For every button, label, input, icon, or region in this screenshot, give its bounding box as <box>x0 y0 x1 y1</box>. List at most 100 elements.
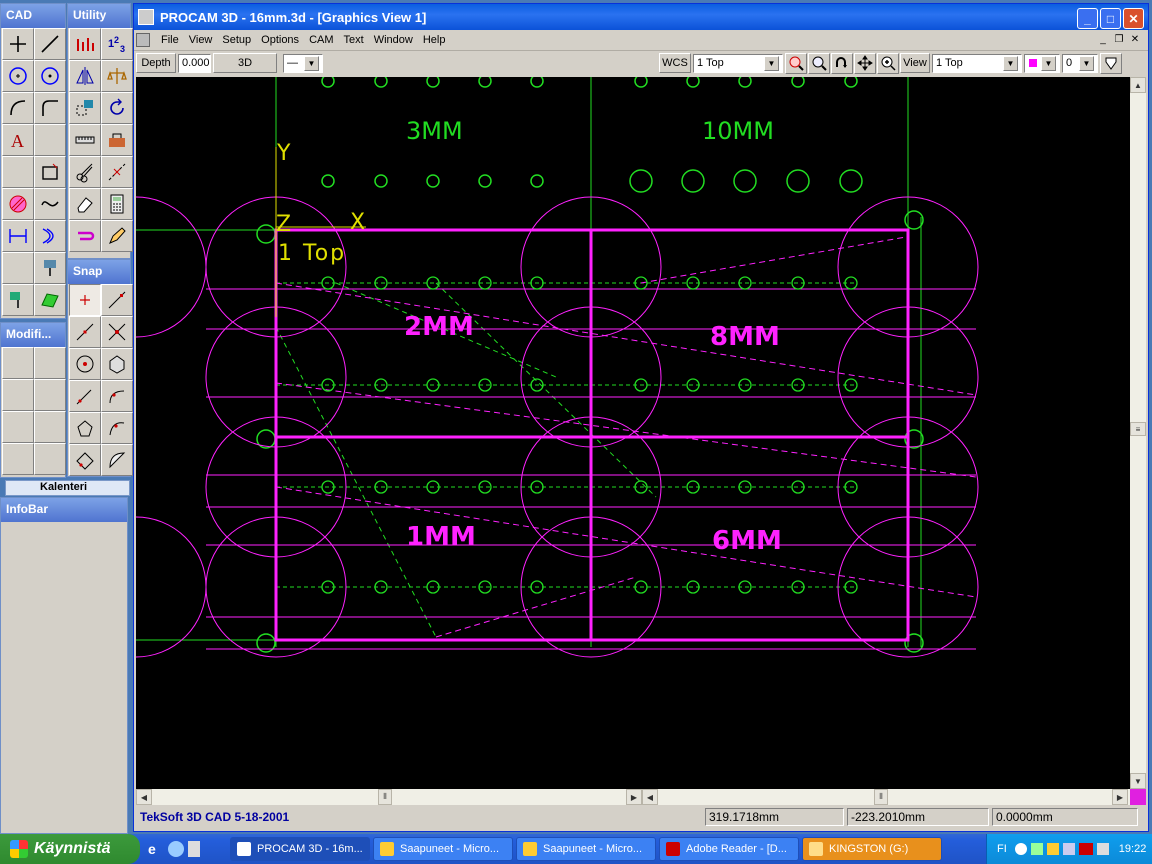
snap-polygon-icon[interactable] <box>69 412 101 444</box>
depth-input[interactable]: 0.000 <box>178 53 211 73</box>
point-tool-icon[interactable] <box>2 28 34 60</box>
chevron-down-icon[interactable]: ▼ <box>304 55 319 71</box>
circle-center-tool-icon[interactable] <box>2 60 34 92</box>
erase-icon[interactable] <box>69 188 101 220</box>
task-procam[interactable]: PROCAM 3D - 16m... <box>230 837 370 861</box>
trim-icon[interactable] <box>69 156 101 188</box>
task-kingston[interactable]: KINGSTON (G:) <box>802 837 942 861</box>
vertical-scrollbar[interactable]: ▲ ≡ ▼ <box>1130 77 1146 789</box>
break-icon[interactable] <box>101 156 133 188</box>
chevron-down-icon[interactable]: ▼ <box>764 55 779 71</box>
snap-tangent-icon[interactable] <box>101 380 133 412</box>
language-indicator[interactable]: FI <box>997 843 1007 855</box>
wcs-button[interactable]: WCS <box>659 53 691 73</box>
chevron-down-icon[interactable]: ▼ <box>1003 55 1018 71</box>
rotate-icon[interactable] <box>101 92 133 124</box>
scroll-right-icon[interactable]: ▶ <box>626 789 642 805</box>
snap-endpoint-icon[interactable] <box>101 284 133 316</box>
menu-setup[interactable]: Setup <box>222 34 252 46</box>
scroll-left-icon[interactable]: ◀ <box>136 789 152 805</box>
menu-file[interactable]: File <box>161 34 179 46</box>
vertical-scroll-thumb[interactable]: ≡ <box>1130 422 1146 436</box>
graphics-view[interactable]: Y Z X 1 Top 3MM 10MM 2MM 8MM 1MM 6MM <box>136 77 1130 789</box>
start-button[interactable]: Käynnistä <box>0 834 140 864</box>
zoom-icon[interactable] <box>808 52 830 74</box>
line-tool-icon[interactable] <box>34 28 66 60</box>
text-tool-icon[interactable]: A <box>2 124 34 156</box>
settings-icon[interactable] <box>1100 52 1122 74</box>
snap-nearest-icon[interactable] <box>69 444 101 476</box>
measure-icon[interactable] <box>69 124 101 156</box>
3d-button[interactable]: 3D <box>213 53 277 73</box>
zoom-window-icon[interactable] <box>785 52 807 74</box>
color-select[interactable]: ▼ <box>1024 53 1060 73</box>
tray-ati-icon[interactable] <box>1078 843 1093 855</box>
loop-icon[interactable] <box>69 220 101 252</box>
mirror-icon[interactable] <box>69 60 101 92</box>
mdi-minimize-button[interactable]: _ <box>1100 34 1106 45</box>
toolbox-icon[interactable] <box>101 124 133 156</box>
move-icon[interactable] <box>69 92 101 124</box>
task-outlook-2[interactable]: Saapuneet - Micro... <box>516 837 656 861</box>
scroll-left-icon[interactable]: ◀ <box>642 789 658 805</box>
spline-tool-icon[interactable] <box>34 188 66 220</box>
snap-arc-icon[interactable] <box>101 412 133 444</box>
snap-free-icon[interactable] <box>69 284 101 316</box>
horizontal-scroll-thumb[interactable]: ⦀ <box>378 789 392 805</box>
mdi-close-button[interactable]: ✕ <box>1130 34 1140 45</box>
scroll-down-icon[interactable]: ▼ <box>1130 773 1146 789</box>
line-style-select[interactable]: —▼ <box>283 53 323 73</box>
menu-view[interactable]: View <box>188 34 213 46</box>
calculator-icon[interactable] <box>101 188 133 220</box>
tray-network-icon[interactable] <box>1030 843 1043 855</box>
browser-icon[interactable] <box>168 841 184 857</box>
chevron-down-icon[interactable]: ▼ <box>1079 55 1094 71</box>
maximize-button[interactable]: □ <box>1100 8 1121 29</box>
redraw-icon[interactable] <box>831 52 853 74</box>
menu-cam[interactable]: CAM <box>309 34 334 46</box>
ie-icon[interactable]: e <box>148 841 156 857</box>
horizontal-scrollbar[interactable]: ◀ ⦀ ▶ ◀ ⦀ ▶ <box>136 789 1130 805</box>
fillet-tool-icon[interactable] <box>34 92 66 124</box>
horizontal-scroll-thumb[interactable]: ⦀ <box>874 789 888 805</box>
tray-volume-icon[interactable] <box>1096 843 1109 855</box>
machine-tool-icon[interactable] <box>34 252 66 284</box>
pen-icon[interactable] <box>101 220 133 252</box>
wcs-select[interactable]: 1 Top▼ <box>693 53 783 73</box>
menu-help[interactable]: Help <box>422 34 446 46</box>
layers-icon[interactable] <box>69 28 101 60</box>
chevron-down-icon[interactable]: ▼ <box>1041 55 1056 71</box>
rectangle-tool-icon[interactable] <box>34 156 66 188</box>
snap-perpendicular-icon[interactable] <box>69 380 101 412</box>
menu-text[interactable]: Text <box>343 34 364 46</box>
minimize-button[interactable]: _ <box>1077 8 1098 29</box>
surface-tool-icon[interactable] <box>34 284 66 316</box>
snap-center-icon[interactable] <box>69 348 101 380</box>
offset-tool-icon[interactable] <box>34 220 66 252</box>
kalenteri-tab[interactable]: Kalenteri <box>5 480 130 496</box>
view-select[interactable]: 1 Top▼ <box>932 53 1022 73</box>
tray-wifi-icon[interactable] <box>1062 843 1075 855</box>
task-outlook-1[interactable]: Saapuneet - Micro... <box>373 837 513 861</box>
scroll-right-icon[interactable]: ▶ <box>1112 789 1128 805</box>
menu-options[interactable]: Options <box>261 34 300 46</box>
mdi-restore-button[interactable]: ❐ <box>1114 34 1124 45</box>
hatch-tool-icon[interactable] <box>2 188 34 220</box>
snap-quadrant-icon[interactable] <box>101 444 133 476</box>
arc-tool-icon[interactable] <box>2 92 34 124</box>
cad-drawing[interactable]: Y Z X 1 Top 3MM 10MM 2MM 8MM 1MM 6MM <box>136 77 1130 789</box>
snap-solid-icon[interactable] <box>101 348 133 380</box>
view-button[interactable]: View <box>900 53 930 73</box>
circle-tool-icon[interactable] <box>34 60 66 92</box>
document-icon[interactable] <box>188 841 200 857</box>
close-button[interactable]: ✕ <box>1123 8 1144 29</box>
toolpath-tool-icon[interactable] <box>2 284 34 316</box>
tray-app-icon[interactable] <box>1046 843 1059 855</box>
snap-intersection-icon[interactable] <box>101 316 133 348</box>
zoom-extents-icon[interactable] <box>877 52 899 74</box>
dimension-tool-icon[interactable] <box>2 220 34 252</box>
snap-midpoint-icon[interactable] <box>69 316 101 348</box>
tray-help-icon[interactable] <box>1014 843 1027 855</box>
window-titlebar[interactable]: PROCAM 3D - 16mm.3d - [Graphics View 1] <box>134 4 1148 30</box>
